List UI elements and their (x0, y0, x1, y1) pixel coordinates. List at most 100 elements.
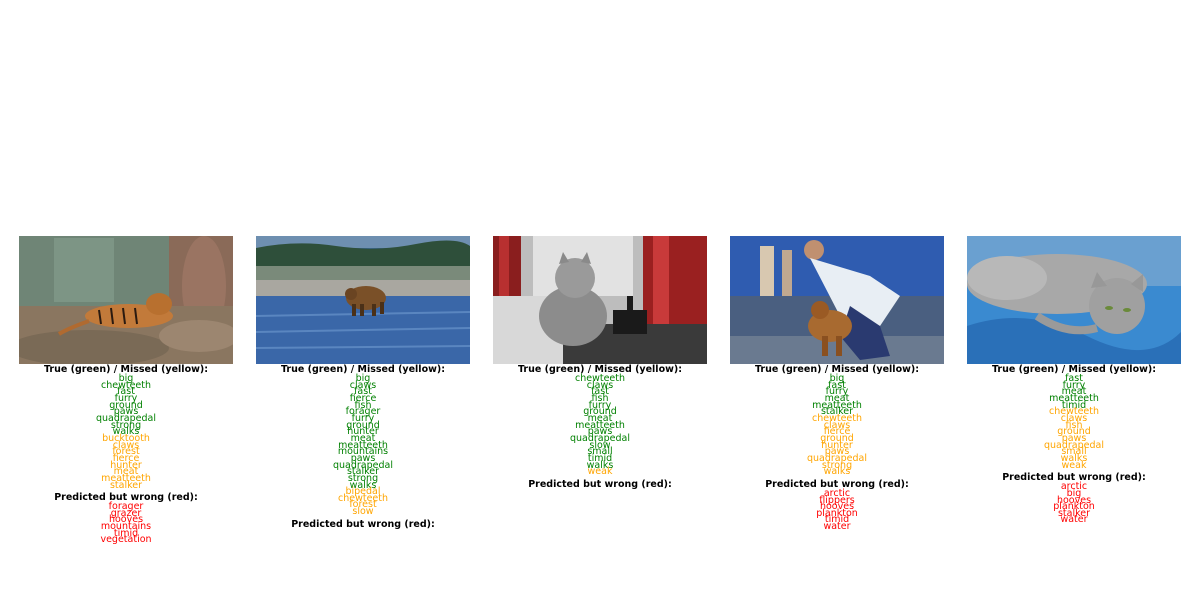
result-panel: True (green) / Missed (yellow): big claw… (256, 236, 470, 530)
wrong-attribute: hooves (819, 501, 855, 513)
missed-attribute: fish (1065, 419, 1083, 431)
true-attribute: big (829, 373, 845, 384)
true-attribute: claws (586, 379, 614, 391)
true-attribute: meat (350, 432, 376, 444)
wrong-attribute: water (823, 521, 851, 533)
wrong-attribute: hooves (108, 514, 144, 526)
dog-photo (730, 236, 944, 364)
true-attribute: mountains (337, 446, 389, 458)
true-attribute: quadrapedal (333, 459, 393, 471)
missed-attribute: paws (1061, 432, 1087, 444)
missed-attribute: fierce (112, 452, 140, 464)
true-missed-heading: True (green) / Missed (yellow): (517, 364, 683, 375)
true-attribute: forager (345, 406, 381, 418)
true-attribute: fierce (349, 392, 377, 404)
true-missed-heading: True (green) / Missed (yellow): (43, 364, 209, 375)
missed-attribute: meatteeth (101, 472, 151, 484)
wrong-attribute: arctic (1060, 481, 1088, 493)
missed-attribute: forest (112, 446, 140, 458)
true-attribute: hunter (347, 426, 379, 438)
wrong-attribute: plankton (816, 507, 858, 519)
result-panel: True (green) / Missed (yellow): fast fur… (967, 236, 1181, 524)
true-attribute: meat (587, 412, 613, 424)
true-attribute: meatteeth (1049, 392, 1099, 404)
wrong-heading: Predicted but wrong (red): (291, 518, 435, 530)
wrong-attribute: forager (108, 501, 144, 513)
true-attribute: ground (346, 419, 380, 431)
missed-attribute: chewteeth (811, 412, 863, 424)
missed-attribute: ground (1057, 426, 1091, 438)
true-attribute: walks (349, 479, 377, 491)
missed-attribute: strong (821, 459, 853, 471)
true-attribute: fast (117, 386, 135, 398)
true-attribute: small (587, 446, 613, 458)
missed-attribute: slow (352, 506, 374, 518)
missed-attribute: stalker (109, 479, 143, 491)
wrong-attribute: vegetation (100, 534, 152, 546)
wrong-heading: Predicted but wrong (red): (765, 478, 909, 490)
true-missed-heading: True (green) / Missed (yellow): (991, 364, 1157, 375)
true-attribute: chewteeth (574, 373, 626, 384)
tiger-photo (19, 236, 233, 364)
caption: True (green) / Missed (yellow): fast fur… (907, 364, 1200, 524)
true-attribute: meat (1061, 386, 1087, 398)
missed-attribute: walks (1060, 452, 1088, 464)
missed-attribute: bucktooth (102, 432, 150, 444)
true-attribute: slow (589, 439, 611, 451)
true-attribute: meatteeth (575, 419, 625, 431)
result-panel: True (green) / Missed (yellow): big chew… (19, 236, 233, 544)
true-attribute: fast (828, 379, 846, 391)
true-attribute: meat (824, 392, 850, 404)
true-attribute: walks (586, 459, 614, 471)
result-panel: True (green) / Missed (yellow): chewteet… (493, 236, 707, 490)
wrong-heading: Predicted but wrong (red): (528, 478, 672, 490)
true-attribute: fish (354, 399, 372, 411)
wrong-heading: Predicted but wrong (red): (54, 492, 198, 504)
wrong-attribute: hooves (1056, 494, 1092, 506)
wrong-attribute: timid (824, 514, 850, 526)
true-attribute: paws (113, 406, 139, 418)
true-missed-heading: True (green) / Missed (yellow): (280, 364, 446, 375)
wrong-attribute: big (1066, 487, 1082, 499)
wrong-attribute: mountains (100, 521, 152, 533)
missed-attribute: quadrapedal (1044, 439, 1104, 451)
true-attribute: big (355, 373, 371, 384)
missed-attribute: weak (587, 466, 613, 478)
true-attribute: furry (825, 386, 849, 398)
missed-attribute: quadrapedal (807, 452, 867, 464)
missed-attribute: hunter (821, 439, 853, 451)
missed-attribute: chewteeth (1048, 406, 1100, 418)
wrong-attribute: plankton (1053, 501, 1095, 513)
missed-attribute: ground (820, 432, 854, 444)
result-panel: True (green) / Missed (yellow): big fast… (730, 236, 944, 531)
missed-attribute: small (1061, 446, 1087, 458)
true-attribute: furry (1062, 379, 1086, 391)
true-attribute: walks (112, 426, 140, 438)
true-missed-heading: True (green) / Missed (yellow): (754, 364, 920, 375)
missed-attribute: paws (824, 446, 850, 458)
true-attribute: ground (109, 399, 143, 411)
true-attribute: furry (114, 392, 138, 404)
true-attribute: ground (583, 406, 617, 418)
missed-attribute: bipedal (345, 486, 381, 498)
wrong-attribute: water (1060, 514, 1088, 526)
missed-attribute: hunter (110, 459, 142, 471)
true-attribute: paws (350, 452, 376, 464)
caption: True (green) / Missed (yellow): chewteet… (433, 364, 767, 491)
wrong-attribute: grazer (110, 507, 142, 519)
missed-attribute: meat (113, 466, 139, 478)
wrong-heading: Predicted but wrong (red): (1002, 472, 1146, 484)
true-attribute: timid (1061, 399, 1087, 411)
true-attribute: fast (354, 386, 372, 398)
bear-photo (256, 236, 470, 364)
missed-attribute: claws (823, 419, 851, 431)
caption: True (green) / Missed (yellow): big fast… (670, 364, 1004, 531)
true-attribute: quadrapedal (96, 412, 156, 424)
true-attribute: fish (591, 392, 609, 404)
true-attribute: quadrapedal (570, 432, 630, 444)
true-attribute: furry (351, 412, 375, 424)
cat-photo (493, 236, 707, 364)
true-attribute: stalker (820, 406, 854, 418)
missed-attribute: chewteeth (337, 492, 389, 504)
true-attribute: timid (587, 452, 613, 464)
